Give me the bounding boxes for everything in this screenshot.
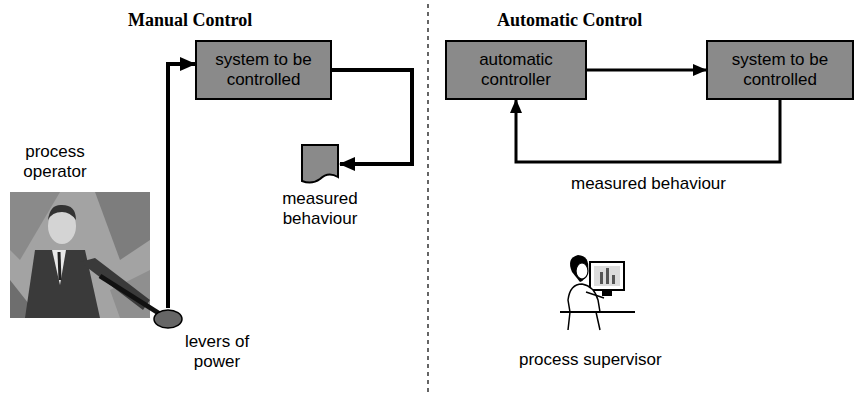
controller-box: automatic controller <box>445 40 587 100</box>
document-icon <box>300 143 340 185</box>
node-text: levers of power <box>152 332 252 371</box>
operator-picture <box>10 192 160 318</box>
lever-knob <box>152 308 184 330</box>
document-node: measured behaviour <box>268 143 372 228</box>
edge-label: measured behaviour <box>571 174 726 194</box>
connector-arrow <box>168 64 195 308</box>
connector-arrow <box>516 100 780 162</box>
node-text: automatic controller <box>453 50 579 89</box>
lever-node: levers of power <box>152 308 252 371</box>
role-label: process supervisor <box>519 350 662 370</box>
node-text: system to be controlled <box>203 50 324 89</box>
system-box: system to be controlled <box>706 40 854 100</box>
section-title: Automatic Control <box>497 10 642 31</box>
system-box: system to be controlled <box>195 40 332 100</box>
node-text: measured behaviour <box>268 189 372 228</box>
connector-arrow <box>332 70 412 164</box>
role-label: process operator <box>15 142 95 181</box>
node-text: system to be controlled <box>714 50 846 89</box>
section-title: Manual Control <box>128 10 252 31</box>
divider-line <box>427 4 428 392</box>
supervisor-picture <box>560 255 635 330</box>
connector-arrow <box>587 69 706 72</box>
